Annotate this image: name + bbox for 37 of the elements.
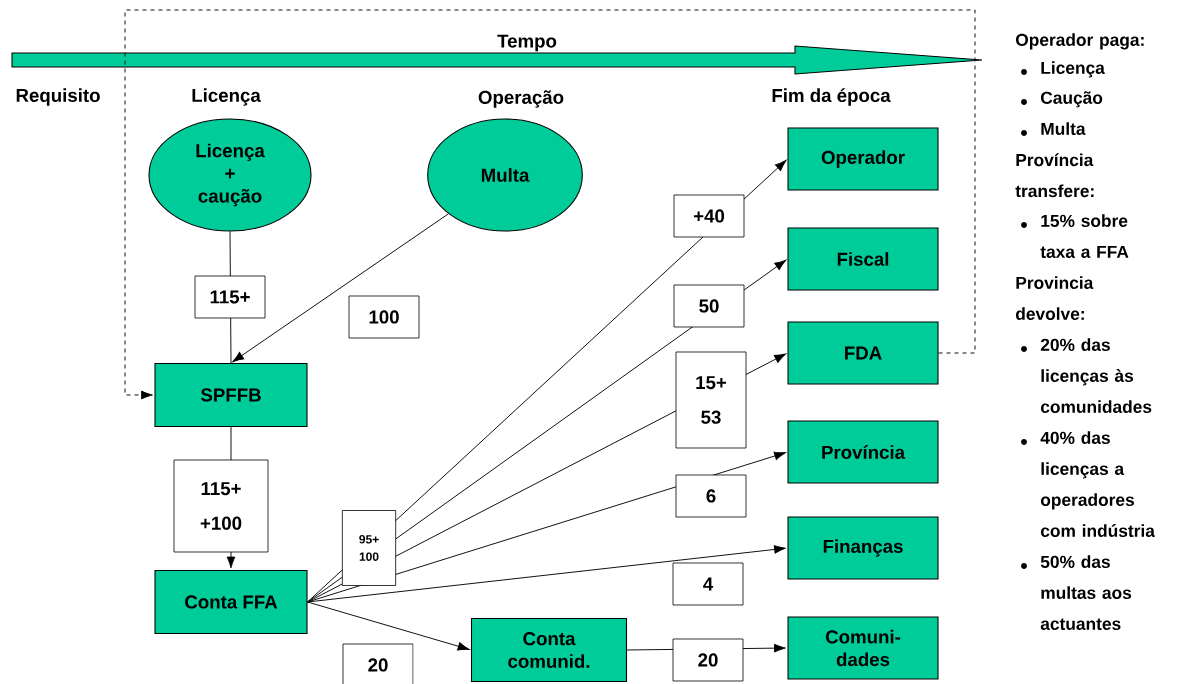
account-box: SPFFB: [154, 362, 308, 428]
account-box: Conta FFA: [154, 569, 308, 635]
value-box: 15+ 53: [675, 351, 747, 449]
note-heading: Provincia devolve:: [1016, 276, 1094, 320]
account-box: Conta comunid.: [470, 617, 628, 683]
value-box: 50: [673, 284, 745, 328]
column-heading: Fim da época: [772, 88, 891, 106]
list-item: Licença: [1021, 61, 1105, 78]
axis-label: Tempo: [497, 34, 557, 52]
account-box: Operador: [787, 127, 939, 191]
value-box: 95+ 100: [341, 510, 397, 586]
value-box: 100: [348, 295, 420, 339]
account-box: Finanças: [787, 516, 939, 580]
account-box: Comuni- dades: [787, 616, 939, 680]
list-item: 20% das licenças às comunidades: [1021, 338, 1152, 413]
account-box: FDA: [787, 321, 939, 385]
value-box: 115+ +100: [173, 459, 269, 553]
value-box: 20: [342, 643, 414, 684]
value-box: 6: [675, 474, 747, 518]
arrow: [307, 545, 786, 603]
note-heading: Província transfere:: [1015, 153, 1094, 198]
column-heading: Requisito: [16, 88, 100, 106]
arrow: [232, 213, 449, 363]
value-box: 4: [672, 562, 744, 606]
list-item: 50% das multas aos actuantes: [1021, 555, 1132, 630]
arrow: [124, 9, 976, 400]
account-box: Província: [787, 420, 939, 484]
list-item: Multa: [1021, 122, 1086, 136]
value-box: +40: [673, 194, 745, 238]
list-item: 40% das licenças a operadores com indústria: [1021, 431, 1155, 537]
account-box: Fiscal: [787, 227, 939, 291]
note-heading: Operador paga:: [1016, 33, 1144, 50]
value-box: 20: [672, 638, 744, 682]
list-item: Caução: [1021, 91, 1103, 108]
value-box: 115+: [194, 275, 266, 319]
arrow: [307, 601, 470, 651]
list-item: 15% sobre taxa a FFA: [1021, 214, 1129, 258]
